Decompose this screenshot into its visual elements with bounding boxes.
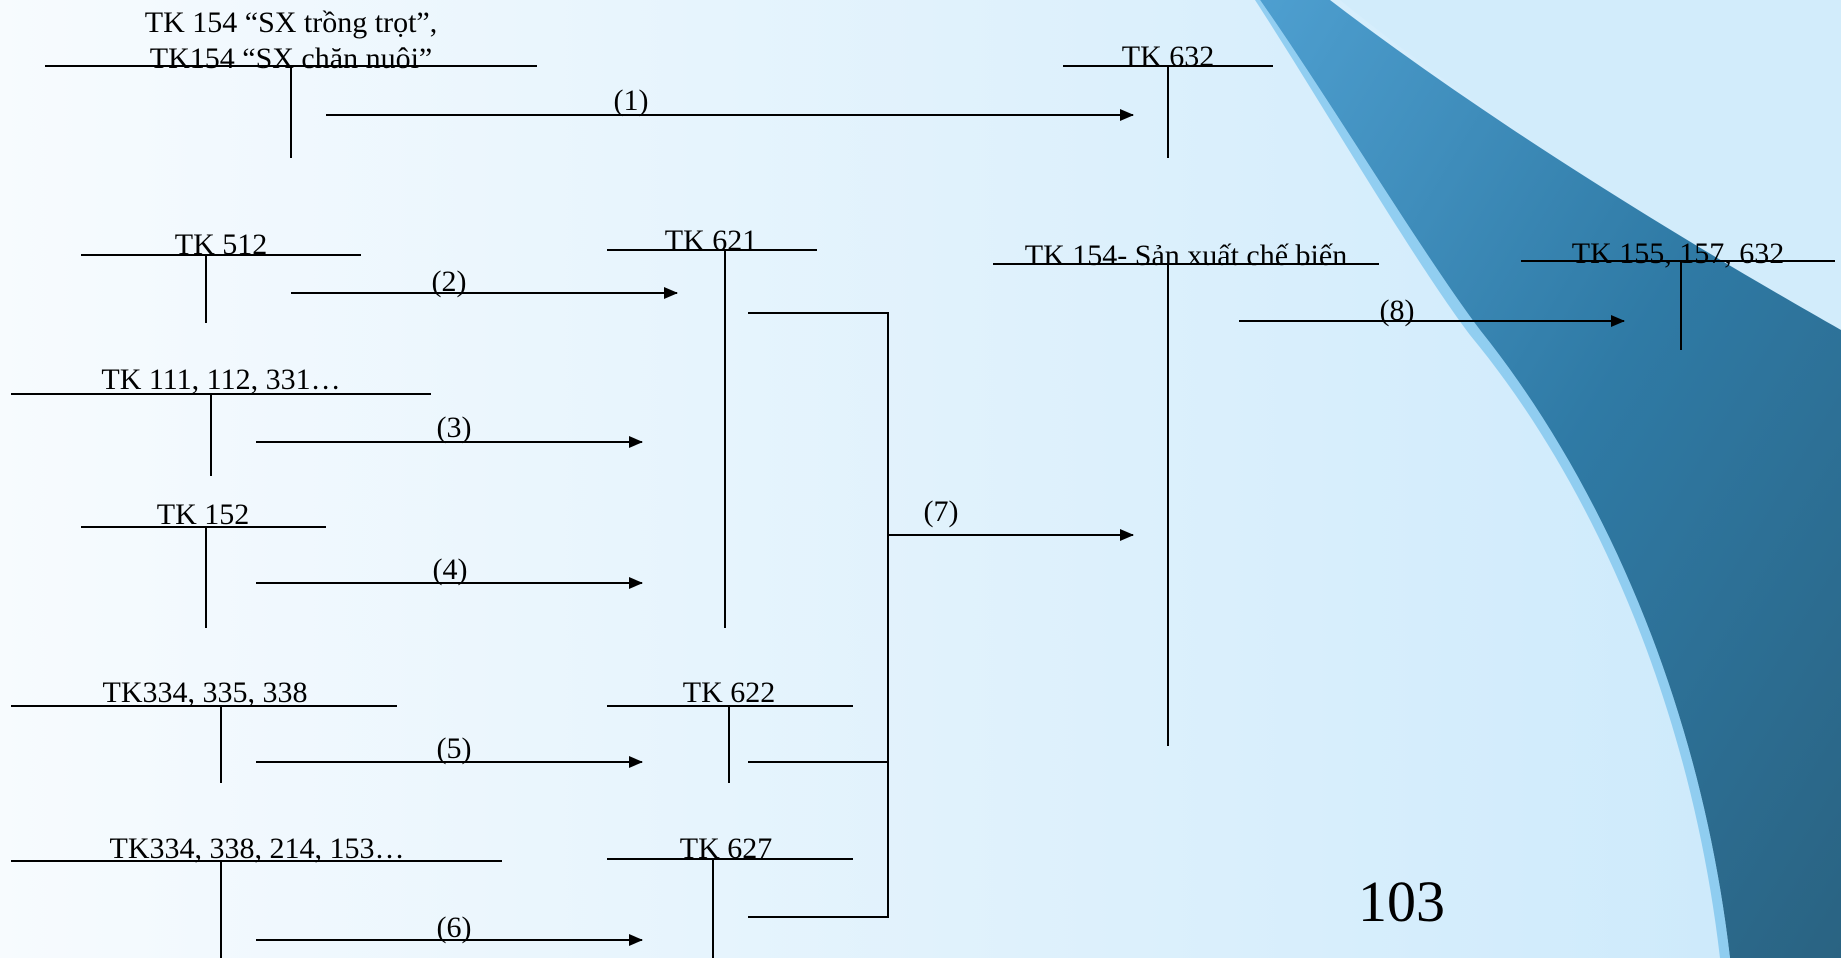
account-title-tk154-cb: TK 154- Sản xuất chế biến: [1024, 239, 1348, 272]
flow-label-1: (1): [613, 84, 649, 117]
account-title-tk621: TK 621: [664, 224, 758, 257]
flow-label-3: (3): [436, 411, 472, 444]
flow-label-2: (2): [431, 265, 467, 298]
account-title-tk627: TK 627: [679, 832, 773, 865]
account-title-tk632: TK 632: [1121, 40, 1215, 73]
flow-label-5: (5): [436, 732, 472, 765]
account-title-tk622: TK 622: [682, 676, 776, 709]
blue-swoosh: [1260, 0, 1841, 958]
account-title-tk111: TK 111, 112, 331…: [101, 363, 341, 396]
page-number: 103: [1358, 869, 1445, 934]
flow-label-4: (4): [432, 553, 468, 586]
account-title-tk334b: TK334, 338, 214, 153…: [109, 832, 405, 865]
flow-label-7: (7): [923, 495, 959, 528]
account-title-line: TK154 “SX chăn nuôi”: [149, 42, 433, 75]
flow-label-8: (8): [1379, 294, 1415, 327]
account-title-tk512: TK 512: [174, 228, 268, 261]
account-title-tk154-sx: TK 154 “SX trồng trọt”, TK154 “SX chăn n…: [145, 5, 437, 77]
top-right-light-region: [1260, 0, 1841, 330]
flow-7-bracket: [748, 312, 889, 918]
account-title-line: TK 154 “SX trồng trọt”,: [144, 6, 438, 39]
account-title-tk155: TK 155, 157, 632: [1571, 237, 1785, 270]
account-title-tk152: TK 152: [156, 498, 250, 531]
account-title-tk334a: TK334, 335, 338: [102, 676, 308, 709]
flow-label-6: (6): [436, 911, 472, 944]
